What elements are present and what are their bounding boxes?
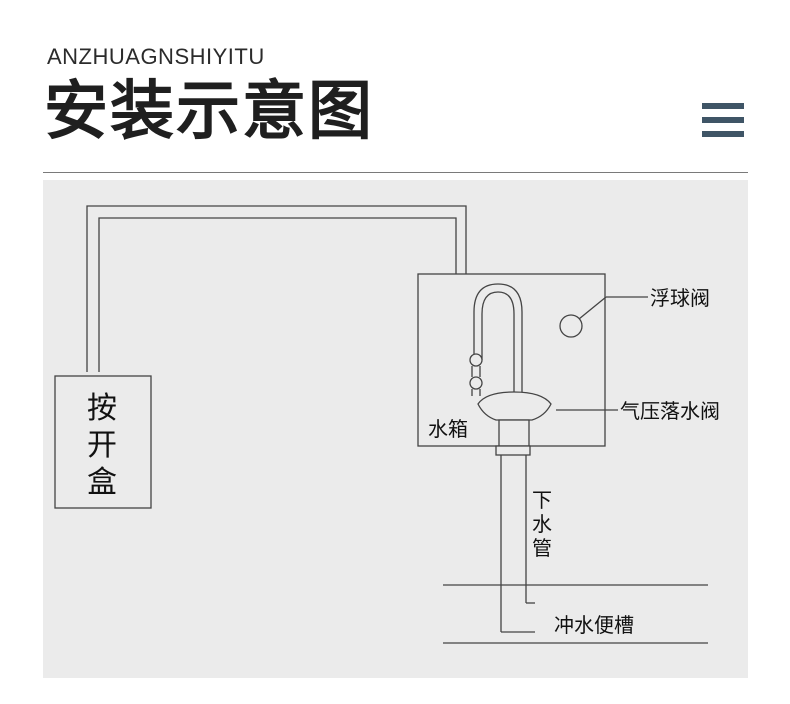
trough-label: 冲水便槽 [554, 613, 634, 637]
overflow-pipe-inner [481, 291, 515, 396]
hamburger-menu-icon[interactable] [702, 103, 744, 137]
diagram-panel [43, 180, 748, 678]
float-valve-leader [578, 296, 607, 320]
switch-box [54, 375, 152, 509]
float-valve-label: 浮球阀 [650, 286, 710, 310]
connector-valve-lower [469, 376, 483, 390]
page-subtitle: ANZHUAGNSHIYITU [47, 44, 265, 69]
float-valve-ball [559, 314, 583, 338]
header-divider [43, 172, 748, 173]
air-tube-outer [86, 205, 475, 372]
air-tube-inner [98, 217, 472, 372]
switch-box-label: 按开盒 [87, 391, 117, 500]
page-title: 安装示意图 [44, 75, 374, 149]
menu-bar [702, 103, 744, 109]
overflow-pipe-outer [473, 283, 523, 396]
menu-bar [702, 131, 744, 137]
drop-valve-cap [477, 391, 552, 421]
tank-label: 水箱 [428, 417, 468, 441]
menu-bar [702, 117, 744, 123]
downpipe-label: 下水管 [532, 488, 552, 560]
connector-valve-upper [469, 353, 483, 367]
outlet-fitting [498, 419, 530, 447]
pressure-valve-label: 气压落水阀 [620, 399, 720, 423]
outlet-flange [495, 445, 531, 456]
